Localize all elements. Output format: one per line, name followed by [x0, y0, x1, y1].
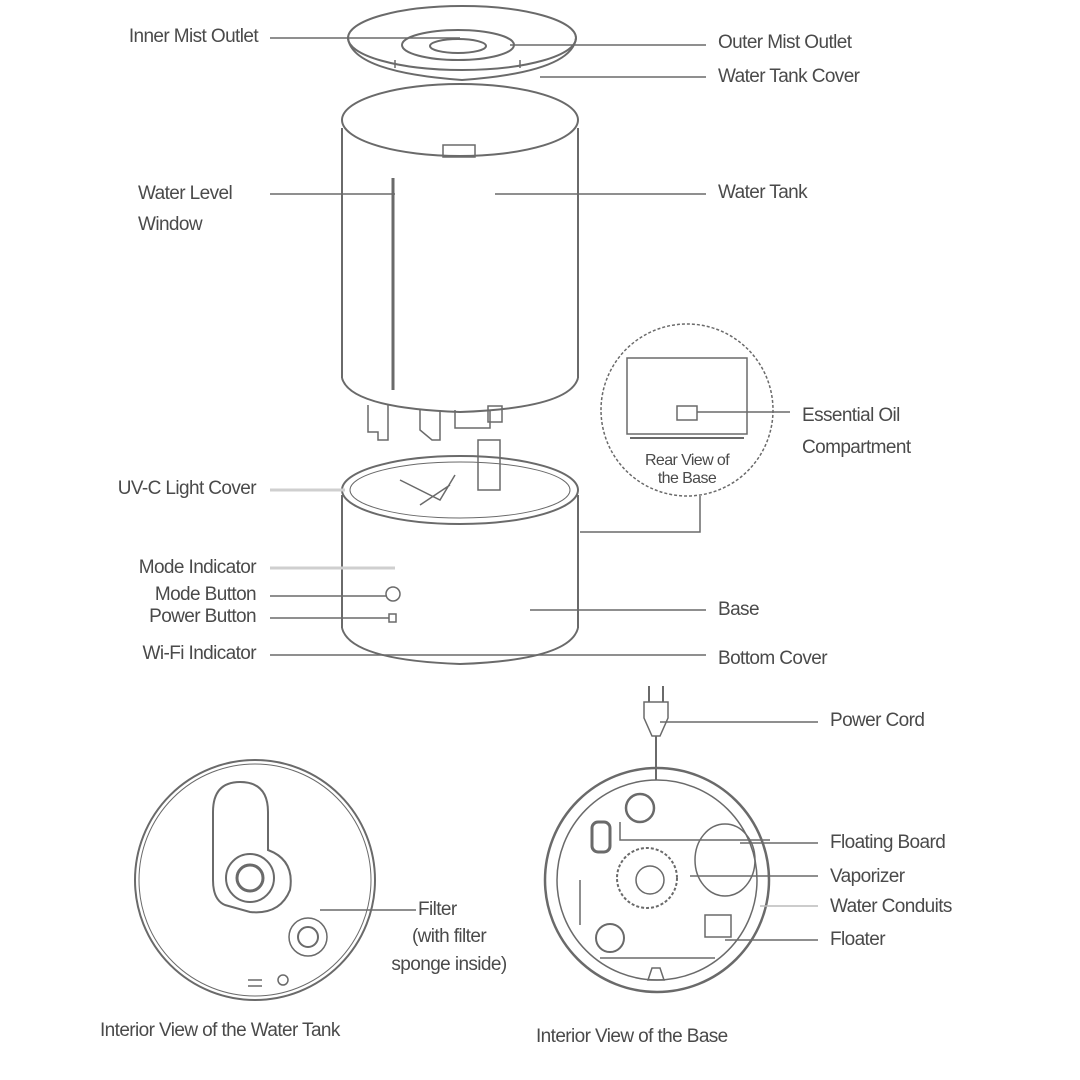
- base-drawing: [341, 439, 579, 666]
- label-water-tank-cover: Water Tank Cover: [718, 66, 860, 87]
- rear-view-caption-line2: the Base: [657, 470, 717, 487]
- rear-view-inset: [580, 323, 774, 533]
- label-mode-indicator: Mode Indicator: [138, 557, 257, 578]
- label-power-cord: Power Cord: [830, 710, 925, 731]
- label-floater: Floater: [830, 929, 886, 950]
- label-floating-board: Floating Board: [830, 832, 946, 853]
- power-cord-drawing: [643, 686, 669, 780]
- base-interior-caption: Interior View of the Base: [536, 1026, 728, 1047]
- label-filter: Filter: [418, 899, 457, 920]
- rear-view-caption-line1: Rear View of: [644, 452, 730, 469]
- label-filter-sub1: (with filter: [411, 926, 487, 947]
- label-mode-button: Mode Button: [154, 584, 257, 605]
- label-water-tank: Water Tank: [718, 182, 808, 203]
- label-wifi-indicator: Wi-Fi Indicator: [142, 643, 257, 664]
- tank-interior-drawing: [134, 759, 416, 1001]
- tank-interior-caption: Interior View of the Water Tank: [100, 1020, 340, 1041]
- label-power-button: Power Button: [149, 606, 256, 627]
- label-essential-oil-line1: Essential Oil: [802, 405, 900, 426]
- label-essential-oil-line2: Compartment: [802, 437, 911, 458]
- label-base: Base: [718, 599, 760, 620]
- label-vaporizer: Vaporizer: [830, 866, 905, 887]
- label-bottom-cover: Bottom Cover: [718, 648, 828, 669]
- label-water-level-window-line1: Water Level: [138, 183, 233, 204]
- leader-lines: [270, 37, 818, 941]
- label-outer-mist-outlet: Outer Mist Outlet: [718, 32, 852, 53]
- base-interior-drawing: [543, 766, 771, 994]
- label-uvc-light-cover: UV-C Light Cover: [117, 478, 257, 499]
- label-inner-mist-outlet: Inner Mist Outlet: [128, 26, 259, 47]
- water-tank-cover-drawing: [347, 5, 577, 82]
- label-filter-sub2: sponge inside): [391, 954, 507, 975]
- label-water-conduits: Water Conduits: [830, 896, 952, 917]
- label-water-level-window-line2: Window: [138, 214, 203, 235]
- water-tank-drawing: [341, 83, 579, 441]
